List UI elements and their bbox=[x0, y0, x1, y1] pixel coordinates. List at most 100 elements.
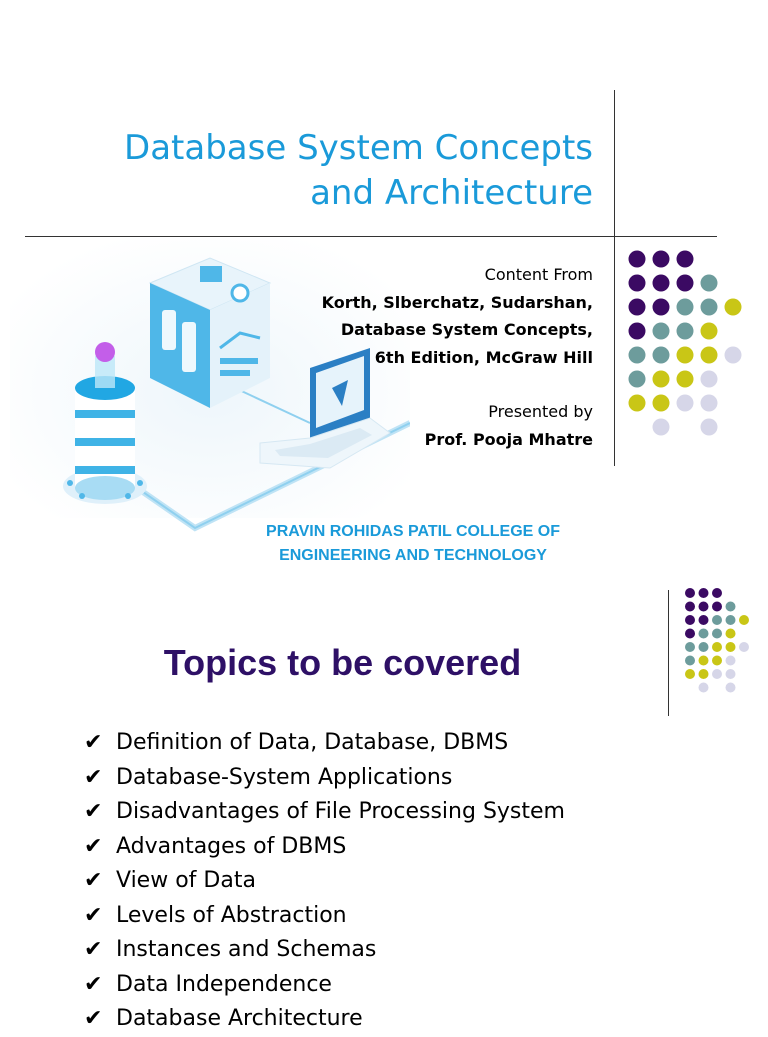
decorative-dot bbox=[652, 274, 670, 292]
decorative-dot bbox=[725, 655, 736, 666]
decorative-dot bbox=[725, 601, 736, 612]
decorative-dot bbox=[712, 615, 722, 625]
decorative-dot bbox=[676, 274, 694, 292]
decorative-dot bbox=[685, 628, 695, 639]
decorative-dot bbox=[725, 615, 736, 625]
vertical-divider-small bbox=[668, 590, 669, 716]
decorative-dot bbox=[698, 601, 709, 612]
topic-item: ✔Disadvantages of File Processing System bbox=[84, 795, 565, 830]
slide-title-line-1: Database System Concepts bbox=[124, 128, 593, 168]
check-mark-icon: ✔ bbox=[84, 937, 103, 962]
decorative-dot bbox=[700, 394, 718, 412]
presented-by-label: Presented by bbox=[488, 402, 593, 421]
decorative-dot bbox=[698, 615, 709, 625]
decorative-dot bbox=[685, 655, 695, 666]
decorative-dot bbox=[724, 298, 742, 316]
decorative-dot bbox=[700, 418, 718, 436]
decorative-dot bbox=[698, 642, 709, 652]
decorative-dot bbox=[700, 346, 718, 364]
decorative-dot bbox=[652, 418, 670, 436]
decorative-dot bbox=[700, 274, 718, 292]
topic-item: ✔ Database-System Applications bbox=[84, 761, 565, 796]
decorative-dot bbox=[628, 298, 646, 316]
decorative-dot bbox=[739, 615, 749, 625]
slide-title: Database System Concepts and Architectur… bbox=[60, 126, 593, 216]
decorative-dot bbox=[676, 394, 694, 412]
decorative-dot bbox=[628, 370, 646, 388]
topics-list: ✔Definition of Data, Database, DBMS✔Data… bbox=[84, 726, 565, 1037]
decorative-dot bbox=[712, 588, 722, 598]
topic-text: Definition of Data, Database, DBMS bbox=[116, 730, 509, 755]
topic-item: ✔ Instances and Schemas bbox=[84, 933, 565, 968]
decorative-dot bbox=[700, 322, 718, 340]
decorative-dot bbox=[712, 642, 722, 652]
decorative-dot bbox=[652, 370, 670, 388]
decorative-dot-grid bbox=[628, 250, 742, 436]
book-title-line: Database System Concepts, bbox=[340, 320, 593, 339]
decorative-dot bbox=[712, 601, 722, 612]
topic-text: Levels of Abstraction bbox=[116, 902, 347, 928]
check-mark-icon: ✔ bbox=[84, 764, 103, 790]
decorative-dot bbox=[698, 669, 709, 679]
decorative-dot bbox=[676, 346, 694, 364]
check-mark-icon: ✔ bbox=[84, 971, 103, 997]
decorative-dot bbox=[685, 642, 695, 652]
check-mark-icon: ✔ bbox=[84, 833, 103, 859]
decorative-dot bbox=[712, 628, 722, 639]
decorative-dot bbox=[725, 682, 736, 693]
check-mark-icon: ✔ bbox=[84, 1006, 103, 1031]
decorative-dot bbox=[700, 298, 718, 316]
decorative-dot bbox=[652, 322, 670, 340]
topic-text: Advantages of DBMS bbox=[116, 833, 347, 859]
decorative-dot bbox=[698, 655, 709, 666]
decorative-dot bbox=[712, 655, 722, 666]
decorative-dot bbox=[700, 370, 718, 388]
decorative-dot bbox=[628, 274, 646, 292]
decorative-dot bbox=[724, 346, 742, 364]
decorative-dot-grid-small bbox=[685, 588, 749, 693]
college-name-line-2: ENGINEERING AND TECHNOLOGY bbox=[279, 547, 547, 564]
decorative-dot bbox=[628, 322, 646, 340]
decorative-dot bbox=[698, 628, 709, 639]
decorative-dot bbox=[698, 588, 709, 598]
decorative-dot bbox=[685, 601, 695, 612]
spacer bbox=[322, 371, 593, 398]
decorative-dot bbox=[725, 669, 736, 679]
topic-text: Disadvantages of File Processing System bbox=[116, 799, 565, 824]
topic-item: ✔ Advantages of DBMS bbox=[84, 830, 565, 865]
decorative-dot bbox=[685, 615, 695, 625]
topic-item: ✔ Definition of Data, Database, DBMS bbox=[84, 726, 565, 761]
decorative-dot bbox=[628, 346, 646, 364]
decorative-dot bbox=[739, 642, 749, 652]
decorative-dot bbox=[676, 370, 694, 388]
presenter-name: Prof. Pooja Mhatre bbox=[424, 429, 593, 449]
topic-text: Instances and Schemas bbox=[116, 937, 377, 962]
topics-title: Topics to be covered bbox=[163, 642, 522, 683]
credits-block: Content From Korth, Slberchatz, Sudarsha… bbox=[322, 261, 593, 453]
topic-text: View of Data bbox=[116, 868, 256, 893]
decorative-dot bbox=[676, 250, 694, 268]
decorative-dot bbox=[628, 394, 646, 412]
authors-line: Korth, Slberchatz, Sudarshan, bbox=[321, 292, 593, 312]
college-name: PRAVIN ROHIDAS PATIL COLLEGE OF ENGINEER… bbox=[220, 520, 606, 568]
check-mark-icon: ✔ bbox=[84, 730, 103, 755]
decorative-dot bbox=[676, 298, 694, 316]
decorative-dot bbox=[652, 298, 670, 316]
edition-line: 6th Edition, McGraw Hill bbox=[374, 347, 593, 367]
slide-title-line-2: and Architecture bbox=[310, 173, 593, 213]
database-illustration bbox=[10, 238, 410, 532]
check-mark-icon: ✔ bbox=[84, 868, 103, 893]
decorative-dot bbox=[685, 588, 695, 598]
decorative-dot bbox=[725, 642, 736, 652]
topic-text: Database Architecture bbox=[116, 1006, 363, 1031]
check-mark-icon: ✔ bbox=[84, 902, 103, 928]
decorative-dot bbox=[628, 250, 646, 268]
topic-item: ✔ Levels of Abstraction bbox=[84, 899, 565, 934]
decorative-dot bbox=[676, 322, 694, 340]
topic-item: ✔Data Independence bbox=[84, 968, 565, 1003]
horizontal-divider bbox=[25, 236, 717, 237]
decorative-dot bbox=[685, 669, 695, 679]
topic-text: Database-System Applications bbox=[116, 764, 453, 790]
vertical-divider bbox=[614, 90, 615, 466]
college-name-line-1: PRAVIN ROHIDAS PATIL COLLEGE OF bbox=[266, 523, 560, 540]
